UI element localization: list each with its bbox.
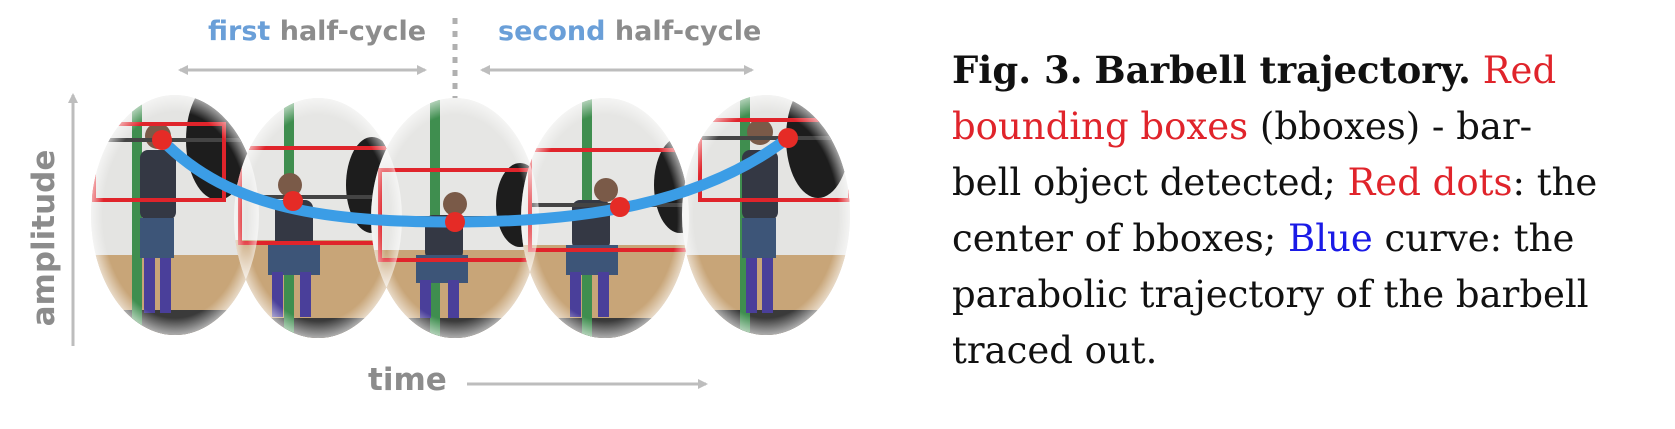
figure-caption: Fig. 3. Barbell trajectory. Red bounding… [952,42,1652,379]
second-half-cycle-label: second half-cycle [498,16,761,47]
caption-line-2: bounding boxes (bboxes) - bar- [952,99,1652,155]
caption-text-1: (bboxes) - bar- [1259,105,1533,148]
caption-red-term-2: Red dots [1347,161,1513,204]
caption-text-7: traced out. [952,329,1158,372]
figure-graphic [68,18,850,389]
caption-title: Barbell trajectory. [1094,48,1471,92]
caption-text-3: : the [1512,161,1598,204]
bbox-center-dot-4 [610,197,630,217]
caption-text-6: parabolic trajectory of the barbell [952,273,1589,316]
first-half-cycle-label: first half-cycle [208,16,426,47]
bbox-center-dot-1 [152,130,172,150]
bbox-center-dot-5 [778,128,798,148]
caption-text-5: curve: the [1384,217,1575,260]
bbox-center-dot-3 [445,212,465,232]
first-rest: half-cycle [279,16,427,47]
caption-line-5: parabolic trajectory of the barbell [952,267,1652,323]
caption-fig-number: Fig. 3. [952,48,1083,92]
caption-line-1: Fig. 3. Barbell trajectory. Red [952,42,1652,99]
second-rest: half-cycle [614,16,762,47]
caption-red-term-1b: bounding boxes [952,105,1249,148]
caption-line-3: bell object detected; Red dots: the [952,155,1652,211]
second-word: second [498,16,606,47]
caption-red-term-1: Red [1482,49,1557,92]
time-axis-label: time [368,362,447,398]
caption-line-4: center of bboxes; Blue curve: the [952,211,1652,267]
caption-line-6: traced out. [952,323,1652,379]
caption-blue-term: Blue [1288,217,1373,260]
caption-text-2: bell object detected; [952,161,1336,204]
amplitude-axis-label: amplitude [26,149,62,327]
first-word: first [208,16,271,47]
barbell-trajectory-figure: first half-cycle second half-cycle time … [26,16,850,398]
bbox-center-dot-2 [283,191,303,211]
caption-text-4: center of bboxes; [952,217,1277,260]
